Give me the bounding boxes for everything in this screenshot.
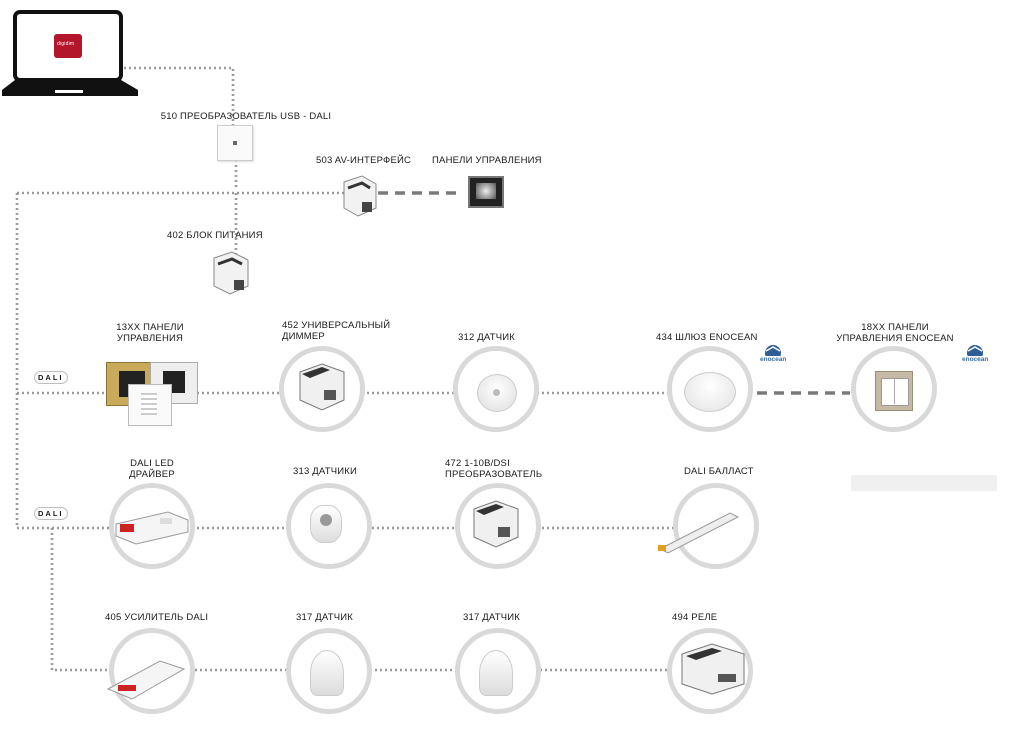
av-interface-label: 503 AV-ИНТЕРФЕЙС [316, 155, 412, 166]
enocean-logo-1: enocean [760, 344, 786, 363]
control-panels-label: ПАНЕЛИ УПРАВЛЕНИЯ [432, 155, 542, 166]
sensor-317-a-icon [310, 650, 344, 696]
ballast-icon [654, 505, 744, 562]
wire-row3 [50, 528, 690, 672]
ballast-label: DALI БАЛЛАСТ [684, 466, 754, 477]
relay-494-label: 494 РЕЛЕ [672, 612, 718, 623]
sensor-317-b-label: 317 ДАТЧИК [463, 612, 521, 623]
usb-dali-converter-icon [217, 125, 253, 161]
power-supply-icon [210, 248, 254, 301]
power-supply-label: 402 БЛОК ПИТАНИЯ [167, 230, 263, 241]
enocean-logo-2: enocean [962, 344, 988, 363]
usb-dali-label: 510 ПРЕОБРАЗОВАТЕЛЬ USB - DALI [160, 111, 332, 122]
sensor-317-b-icon [479, 650, 513, 696]
sensor-317-a-ring [286, 628, 372, 714]
blank-placeholder-bar [851, 475, 997, 491]
amplifier-405-icon [104, 655, 188, 712]
sensor-312-icon [477, 374, 517, 412]
gateway-434-label: 434 ШЛЮЗ ENOCEAN [656, 332, 758, 343]
laptop-logo: digidim [57, 41, 75, 47]
sensors-313-icon [310, 505, 342, 543]
sensor-312-label: 312 ДАТЧИК [458, 332, 516, 343]
sensors-313-label: 313 ДАТЧИКИ [293, 466, 358, 477]
panel-13xx-keypad-icon [128, 384, 172, 426]
panel-18xx-icon [875, 371, 913, 411]
laptop-icon [0, 10, 142, 105]
amplifier-405-label: 405 УСИЛИТЕЛЬ DALI [105, 612, 209, 623]
dali-bus-tag-row2: DALI [34, 507, 68, 520]
led-driver-icon [112, 508, 192, 553]
converter-472-icon [470, 497, 522, 554]
sensor-317-a-label: 317 ДАТЧИК [296, 612, 354, 623]
dali-bus-tag-row1: DALI [34, 371, 68, 384]
av-interface-icon [340, 172, 380, 223]
wire-laptop-usb [124, 66, 235, 125]
sensors-313-ring [286, 483, 372, 569]
control-panel-screen-icon [468, 176, 504, 208]
relay-494-icon [678, 640, 748, 701]
gateway-434-icon [684, 372, 736, 412]
dimmer-452-icon [296, 360, 348, 417]
